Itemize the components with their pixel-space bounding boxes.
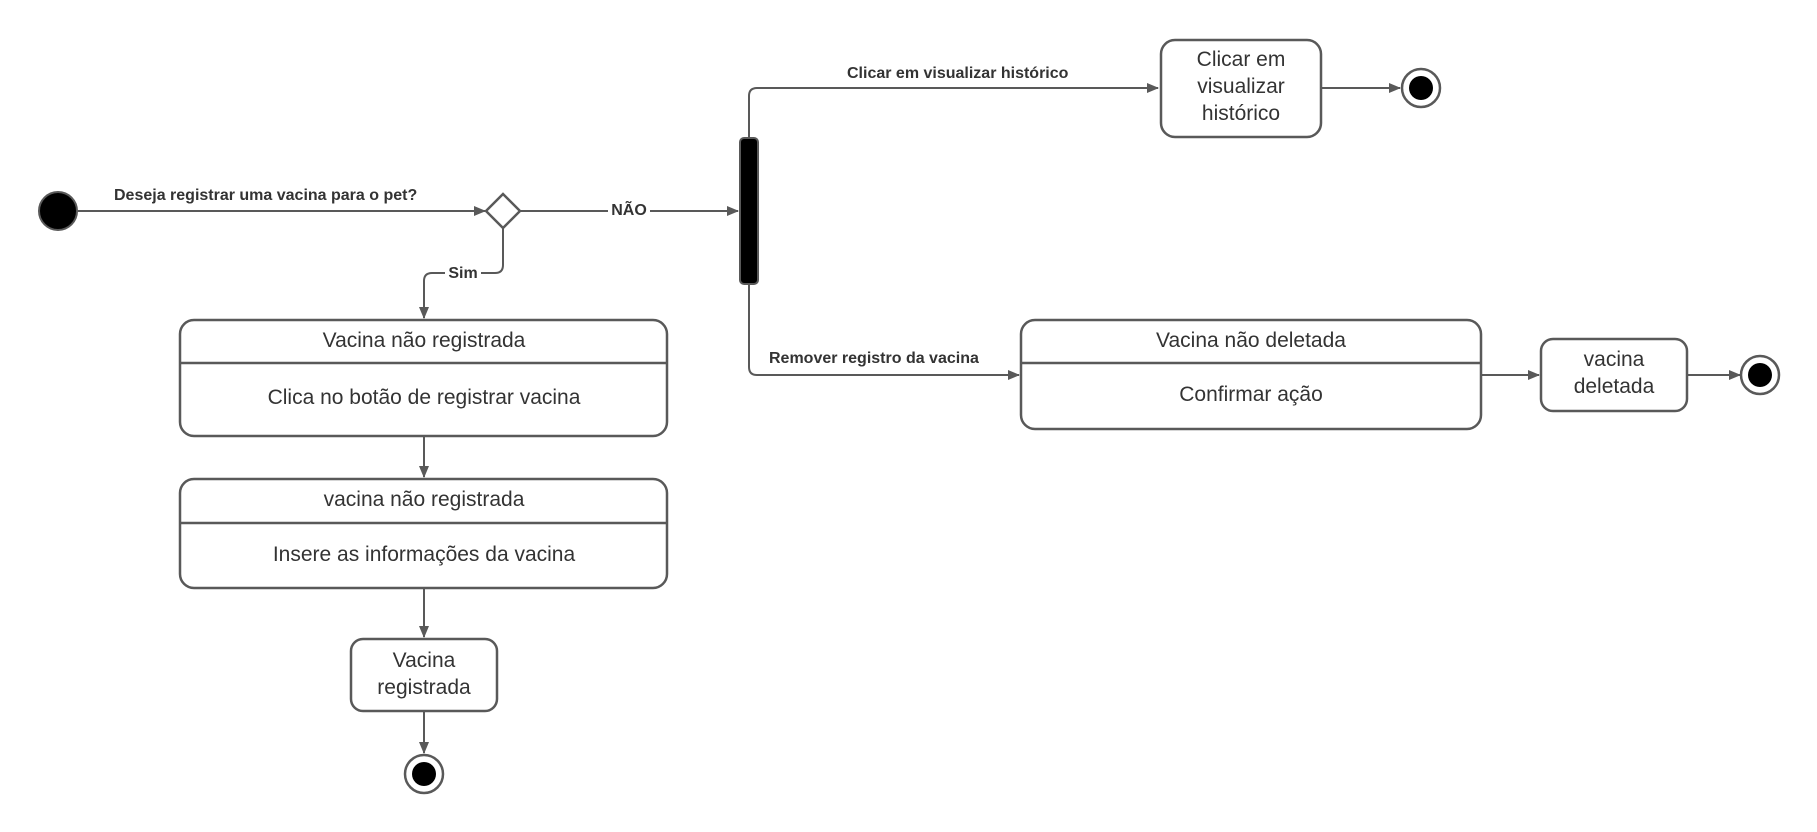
state-deletar-action: Confirmar ação [1179, 383, 1323, 406]
edge-labels: Deseja registrar uma vacina para o pet? … [114, 65, 1069, 367]
state-registrada-line2: registrada [377, 676, 471, 699]
state-historico-line3: histórico [1202, 102, 1280, 125]
edge-label-nao: NÃO [611, 199, 647, 219]
label-bg-nao [608, 198, 650, 220]
state-registrar-action: Clica no botão de registrar vacina [268, 386, 581, 409]
state-deletada-line1: vacina [1584, 348, 1645, 371]
edge-label-question: Deseja registrar uma vacina para o pet? [114, 187, 417, 204]
state-deletar: Vacina não deletada Confirmar ação [1019, 318, 1483, 431]
initial-node [38, 191, 78, 231]
label-bg-sim [445, 263, 481, 283]
state-registrar: Vacina não registrada Clica no botão de … [178, 318, 669, 438]
state-historico-line2: visualizar [1197, 75, 1285, 98]
edge-label-historico: Clicar em visualizar histórico [847, 65, 1069, 82]
state-historico: Clicar em visualizar histórico [1159, 38, 1323, 139]
state-deletar-header: Vacina não deletada [1156, 329, 1346, 352]
state-deletada-line2: deletada [1574, 375, 1655, 398]
edge-label-remover: Remover registro da vacina [769, 350, 979, 367]
edge-fork-to-historico [748, 83, 1159, 138]
final-node-historico [1400, 67, 1442, 109]
edges [78, 83, 1741, 754]
state-registrada: Vacina registrada [349, 637, 499, 713]
final-node-registrada [403, 753, 445, 795]
decision-node [484, 192, 522, 230]
state-deletada: vacina deletada [1539, 337, 1689, 413]
state-inserir: vacina não registrada Insere as informaç… [178, 477, 669, 590]
fork-bar [739, 137, 759, 285]
state-inserir-header: vacina não registrada [324, 488, 525, 511]
state-registrar-header: Vacina não registrada [323, 329, 526, 352]
edge-label-sim: Sim [448, 265, 477, 282]
state-inserir-action: Insere as informações da vacina [273, 543, 576, 566]
state-registrada-line1: Vacina [393, 649, 456, 672]
final-node-deletada [1739, 354, 1781, 396]
state-historico-line1: Clicar em [1197, 48, 1286, 71]
edge-fork-to-deletar [748, 284, 1020, 380]
